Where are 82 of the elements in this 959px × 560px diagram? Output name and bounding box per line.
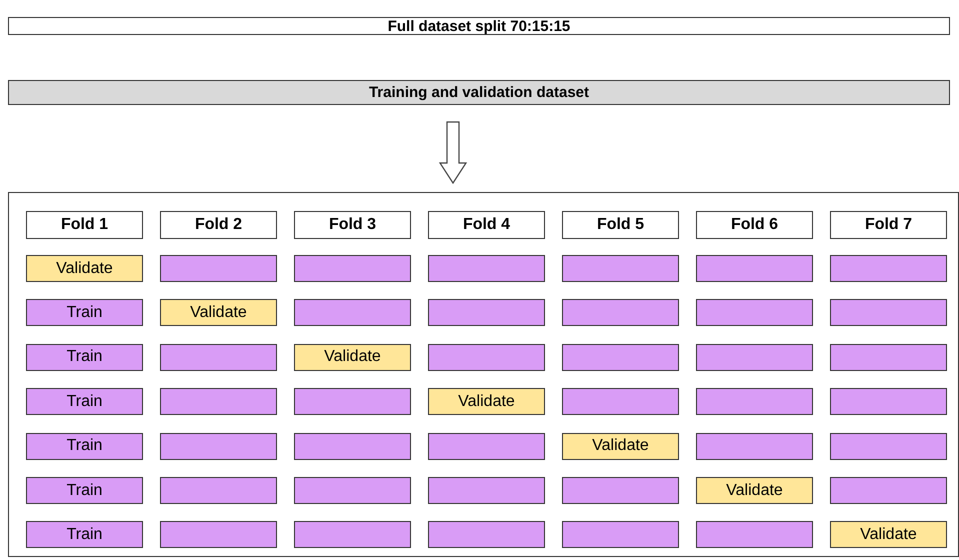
data-block bbox=[294, 388, 411, 416]
data-block bbox=[294, 299, 411, 326]
cell-label: Fold 7 bbox=[864, 216, 912, 234]
data-block bbox=[294, 255, 411, 282]
data-block bbox=[830, 521, 947, 548]
cell-label: Train bbox=[66, 304, 102, 322]
cell-label: Fold 4 bbox=[462, 216, 510, 234]
data-block bbox=[562, 477, 679, 504]
data-block bbox=[696, 521, 813, 548]
cell-label: Train bbox=[66, 437, 102, 456]
data-block bbox=[428, 344, 545, 371]
cell-label: Train bbox=[66, 526, 102, 544]
data-block bbox=[562, 521, 679, 548]
cell-label: Validate bbox=[860, 526, 917, 544]
fold-header bbox=[830, 211, 947, 239]
cell-label: Validate bbox=[324, 348, 381, 366]
band-title: Training and validation dataset bbox=[368, 84, 590, 101]
data-block bbox=[294, 344, 411, 371]
folds-panel bbox=[8, 192, 959, 557]
data-block bbox=[562, 388, 679, 416]
data-block bbox=[294, 477, 411, 504]
data-block bbox=[26, 388, 143, 416]
data-block bbox=[160, 388, 277, 416]
cell-label: Validate bbox=[726, 482, 783, 500]
data-block bbox=[428, 477, 545, 504]
fold-header bbox=[294, 211, 411, 239]
data-block bbox=[26, 477, 143, 504]
fold-header bbox=[428, 211, 545, 239]
data-block bbox=[696, 299, 813, 326]
data-block bbox=[562, 432, 679, 460]
data-block bbox=[562, 299, 679, 326]
data-block bbox=[696, 432, 813, 460]
data-block bbox=[830, 255, 947, 282]
data-block bbox=[26, 299, 143, 326]
data-block bbox=[830, 299, 947, 326]
data-block bbox=[830, 432, 947, 460]
data-block bbox=[696, 344, 813, 371]
data-block bbox=[26, 521, 143, 548]
data-block bbox=[830, 344, 947, 371]
block-arrow bbox=[438, 121, 468, 184]
cell-label: Train bbox=[66, 482, 102, 500]
data-block bbox=[830, 388, 947, 416]
dataset-band bbox=[8, 80, 950, 105]
data-block bbox=[830, 477, 947, 504]
data-block bbox=[26, 344, 143, 371]
cell-label: Validate bbox=[592, 437, 649, 456]
cell-label: Fold 1 bbox=[60, 216, 108, 234]
data-block bbox=[294, 521, 411, 548]
data-block bbox=[428, 432, 545, 460]
data-block bbox=[160, 477, 277, 504]
band-title: Full dataset split 70:15:15 bbox=[388, 18, 570, 34]
data-block bbox=[428, 255, 545, 282]
data-block bbox=[696, 477, 813, 504]
cell-label: Fold 5 bbox=[596, 216, 644, 234]
cell-label: Fold 3 bbox=[328, 216, 376, 234]
dataset-band bbox=[8, 17, 950, 35]
data-block bbox=[562, 344, 679, 371]
data-block bbox=[160, 344, 277, 371]
data-block bbox=[428, 521, 545, 548]
fold-header bbox=[160, 211, 277, 239]
cell-label: Validate bbox=[56, 260, 113, 278]
data-block bbox=[160, 299, 277, 326]
data-block bbox=[696, 388, 813, 416]
data-block bbox=[160, 432, 277, 460]
data-block bbox=[26, 432, 143, 460]
cell-label: Validate bbox=[458, 392, 515, 411]
cell-label: Train bbox=[66, 392, 102, 411]
fold-header bbox=[26, 211, 143, 239]
data-block bbox=[696, 255, 813, 282]
data-block bbox=[160, 521, 277, 548]
data-block bbox=[26, 255, 143, 282]
cell-label: Fold 6 bbox=[730, 216, 778, 234]
fold-header bbox=[562, 211, 679, 239]
cell-label: Train bbox=[66, 348, 102, 366]
fold-header bbox=[696, 211, 813, 239]
data-block bbox=[428, 299, 545, 326]
data-block bbox=[294, 432, 411, 460]
data-block bbox=[428, 388, 545, 416]
data-block bbox=[562, 255, 679, 282]
data-block bbox=[160, 255, 277, 282]
cell-label: Validate bbox=[190, 304, 247, 322]
cell-label: Fold 2 bbox=[194, 216, 242, 234]
